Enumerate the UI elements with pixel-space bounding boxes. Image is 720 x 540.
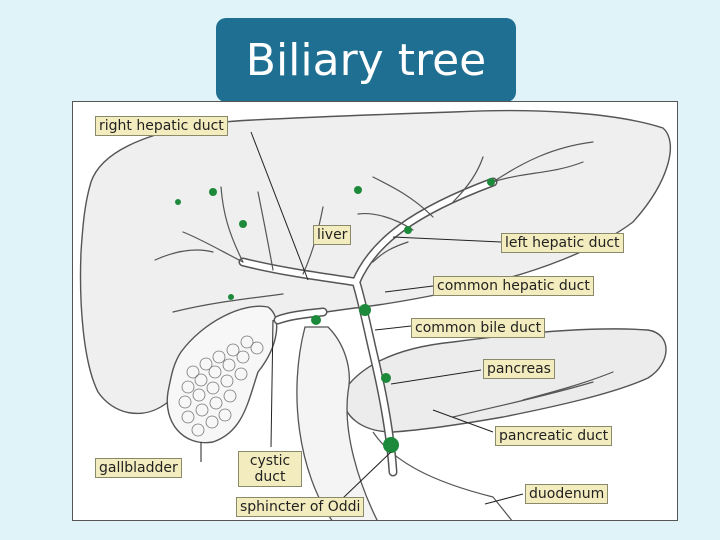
label-pancreatic-duct: pancreatic duct bbox=[495, 426, 613, 446]
label-left-hepatic-duct: left hepatic duct bbox=[501, 233, 624, 253]
label-cystic-duct: cystic duct bbox=[238, 451, 302, 487]
label-pancreas: pancreas bbox=[483, 359, 555, 379]
label-common-hepatic-duct: common hepatic duct bbox=[433, 276, 594, 296]
duodenum-outline bbox=[296, 326, 378, 520]
label-right-hepatic-duct: right hepatic duct bbox=[95, 116, 228, 136]
pancreas-outline bbox=[342, 328, 667, 433]
label-liver: liver bbox=[313, 225, 352, 245]
biliary-anatomy-illustration bbox=[79, 109, 671, 520]
gallbladder-outline bbox=[166, 305, 278, 444]
label-sphincter-of-oddi: sphincter of Oddi bbox=[236, 497, 365, 517]
label-duodenum: duodenum bbox=[525, 484, 609, 504]
label-leader-lines bbox=[200, 131, 524, 505]
label-common-bile-duct: common bile duct bbox=[411, 318, 546, 338]
biliary-tree-diagram: right hepatic duct liver left hepatic du… bbox=[72, 101, 678, 521]
label-gallbladder: gallbladder bbox=[95, 458, 182, 478]
gallstones bbox=[178, 335, 264, 437]
duct-nodes bbox=[175, 178, 495, 453]
slide-title: Biliary tree bbox=[216, 18, 516, 102]
